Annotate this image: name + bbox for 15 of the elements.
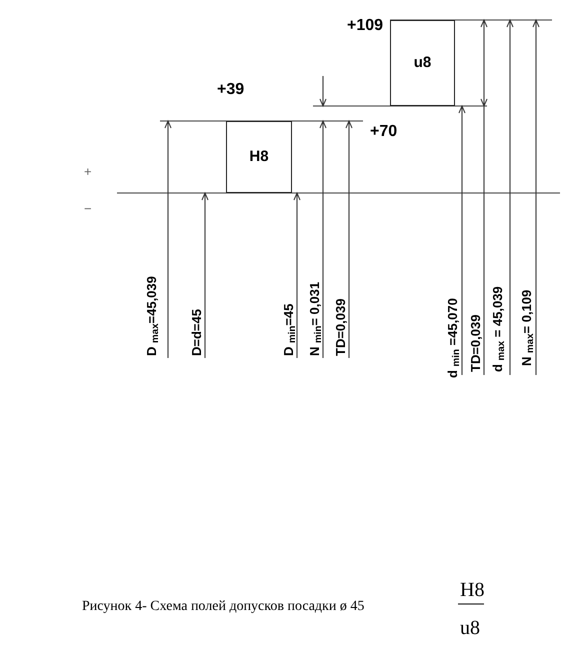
tolerance-field-box — [390, 20, 455, 106]
figure-caption: Рисунок 4- Схема полей допусков посадки ø 45 — [82, 598, 364, 616]
sign-label: + — [84, 163, 92, 181]
fraction-term: H8 — [460, 580, 484, 600]
sign-label: − — [84, 200, 92, 218]
tolerance-field-box — [226, 121, 292, 193]
dimension-value: D=d=45 — [190, 309, 203, 356]
dimension-value: TD=0,039 — [469, 314, 482, 372]
field-label: u8 — [414, 52, 432, 73]
deviation-label: +70 — [370, 122, 398, 142]
field-label: H8 — [249, 146, 269, 167]
deviation-label: +109 — [347, 16, 384, 36]
deviation-label: +39 — [217, 80, 244, 100]
dimension-value: TD=0,039 — [334, 298, 347, 356]
fraction-term: u8 — [460, 618, 480, 638]
